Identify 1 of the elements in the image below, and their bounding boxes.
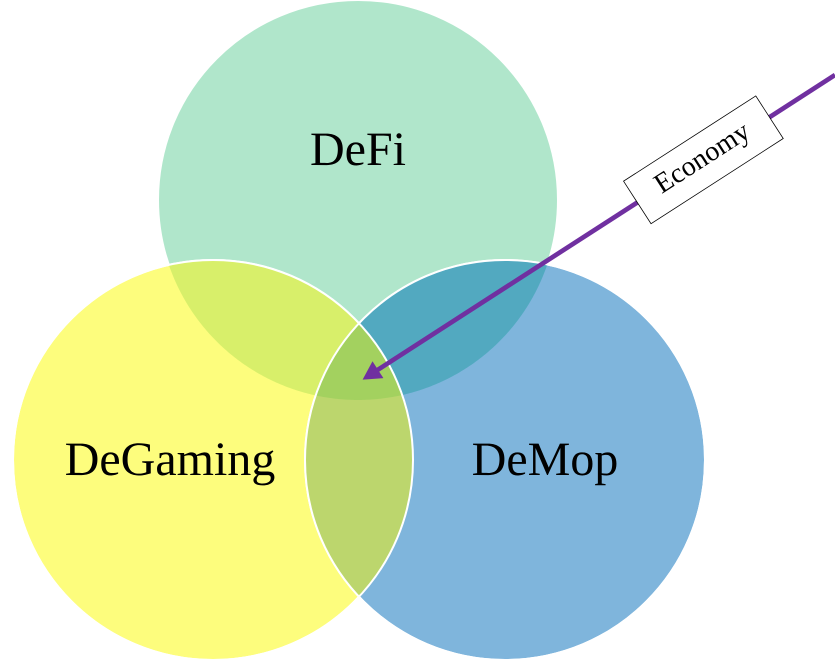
overlap-region xyxy=(316,324,402,400)
